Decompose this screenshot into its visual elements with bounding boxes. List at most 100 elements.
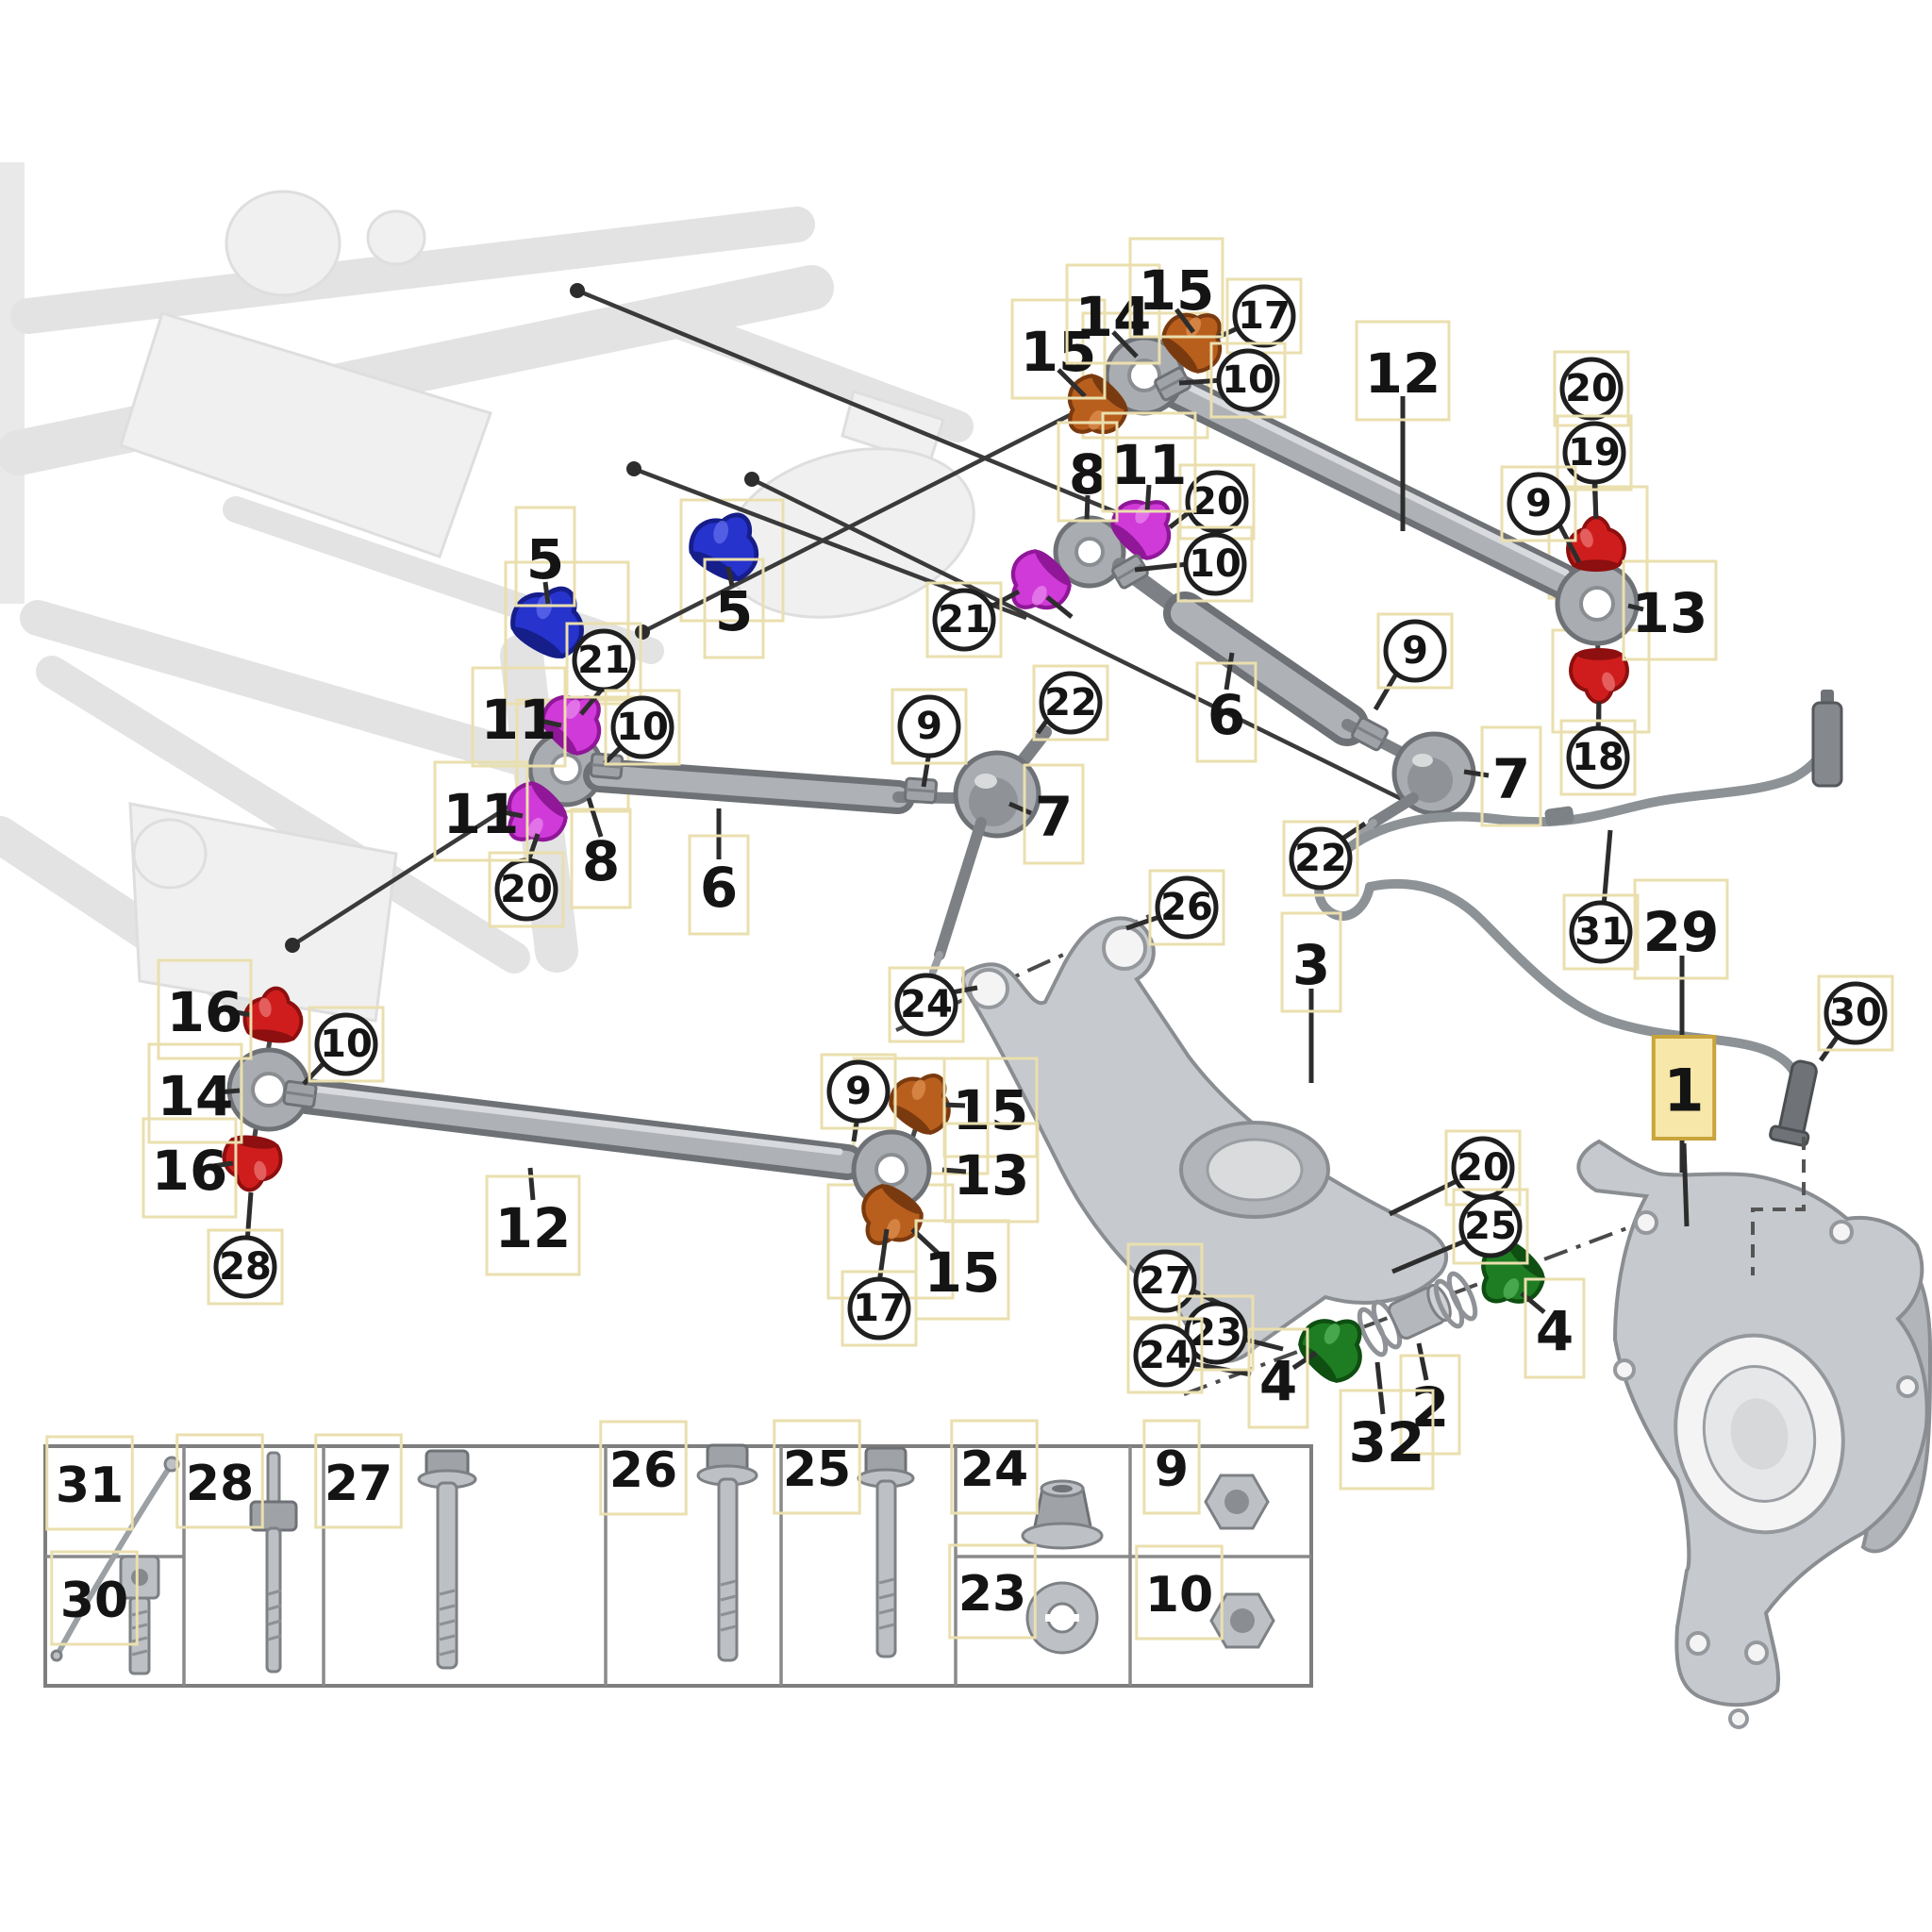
bushing-magenta[interactable] (491, 774, 575, 857)
callout-2[interactable]: 2 (1399, 1354, 1461, 1456)
callout-15[interactable]: 15 (1128, 237, 1224, 339)
callout-6[interactable]: 6 (1195, 661, 1257, 763)
bushing-red[interactable] (1569, 648, 1629, 705)
callout-5[interactable]: 5 (514, 506, 576, 608)
abs-sensor[interactable] (1751, 1058, 1824, 1275)
callout-10[interactable]: 10 (1209, 341, 1287, 419)
callout-24[interactable]: 24 (950, 1419, 1039, 1515)
svg-text:16: 16 (152, 1139, 228, 1203)
callout-30[interactable]: 30 (1817, 974, 1894, 1052)
camber-arm-12[interactable] (1104, 335, 1640, 646)
callout-22[interactable]: 22 (1032, 664, 1109, 741)
callout-21[interactable]: 21 (565, 622, 642, 699)
callout-27[interactable]: 27 (314, 1433, 403, 1529)
frame-plate (119, 311, 492, 558)
callout-29[interactable]: 29 (1633, 878, 1729, 980)
legend-nut-10-icon (1209, 1592, 1275, 1649)
callout-31[interactable]: 31 (1562, 893, 1640, 971)
callout-7[interactable]: 7 (1480, 725, 1542, 827)
bushing-orange[interactable] (1052, 366, 1135, 449)
callout-22[interactable]: 22 (1282, 820, 1359, 897)
bushing-green[interactable] (1291, 1303, 1379, 1391)
reference-line (641, 409, 1077, 635)
callout-20[interactable]: 20 (1178, 463, 1256, 541)
callout-1[interactable]: 1 (1651, 1035, 1717, 1141)
callout-13[interactable]: 13 (1622, 559, 1718, 661)
callout-24[interactable]: 24 (888, 966, 965, 1043)
callout-26[interactable]: 26 (599, 1420, 688, 1516)
callout-24[interactable]: 24 (1126, 1317, 1204, 1394)
callout-10[interactable]: 10 (1135, 1544, 1224, 1641)
toe-arm-12[interactable] (226, 1047, 932, 1210)
callout-16[interactable]: 16 (157, 958, 253, 1060)
pivot-bushing-parts[interactable] (1355, 1271, 1480, 1358)
callout-20[interactable]: 20 (1553, 350, 1630, 427)
leader-line (542, 581, 551, 605)
svg-text:2: 2 (1411, 1375, 1449, 1440)
bushing-magenta[interactable] (1103, 484, 1186, 567)
callout-21[interactable]: 21 (925, 581, 1003, 658)
svg-text:6: 6 (700, 856, 738, 920)
callout-4[interactable]: 4 (1524, 1277, 1586, 1379)
svg-text:9: 9 (1402, 629, 1428, 673)
callout-25[interactable]: 25 (773, 1419, 861, 1515)
callout-11[interactable]: 11 (471, 666, 567, 768)
leader-line (212, 1160, 234, 1169)
callout-20[interactable]: 20 (488, 851, 565, 928)
callout-15[interactable]: 15 (914, 1219, 1010, 1321)
callout-28[interactable]: 28 (175, 1433, 264, 1529)
callout-9[interactable]: 9 (1376, 612, 1454, 690)
callout-31[interactable]: 31 (45, 1435, 134, 1531)
svg-text:17: 17 (853, 1287, 906, 1330)
callout-7[interactable]: 7 (1023, 763, 1085, 865)
callout-8[interactable]: 8 (570, 808, 632, 909)
bushing-magenta[interactable] (995, 541, 1078, 625)
callout-20[interactable]: 20 (1444, 1129, 1522, 1207)
svg-text:23: 23 (958, 1566, 1026, 1623)
callout-8[interactable]: 8 (1057, 421, 1119, 523)
callout-10[interactable]: 10 (308, 1006, 385, 1083)
callout-3[interactable]: 3 (1280, 911, 1342, 1013)
callout-16[interactable]: 16 (142, 1117, 238, 1219)
callout-12[interactable]: 12 (485, 1174, 581, 1276)
callout-9[interactable]: 9 (1142, 1419, 1201, 1515)
leader-line (527, 1167, 536, 1201)
wheel-carrier-1[interactable] (1576, 1139, 1932, 1729)
callout-25[interactable]: 25 (1452, 1188, 1529, 1265)
callout-9[interactable]: 9 (820, 1053, 897, 1130)
callout-26[interactable]: 26 (1148, 869, 1225, 946)
svg-text:30: 30 (1829, 991, 1882, 1035)
bushing-orange[interactable] (848, 1176, 930, 1258)
leader-line (1125, 914, 1160, 931)
callout-15[interactable]: 15 (942, 1057, 1039, 1158)
callout-18[interactable]: 18 (1559, 719, 1637, 796)
callout-17[interactable]: 17 (1225, 277, 1303, 355)
sensor-plug-30[interactable] (1811, 690, 1843, 788)
callout-5[interactable]: 5 (703, 558, 765, 659)
callout-11[interactable]: 11 (433, 760, 529, 862)
callout-15[interactable]: 15 (1010, 298, 1107, 400)
bushing-orange[interactable] (1154, 297, 1237, 380)
control-rod-6-middle[interactable] (1053, 515, 1476, 838)
callout-10[interactable]: 10 (1176, 525, 1254, 603)
bushing-blue[interactable] (682, 500, 773, 590)
callout-9[interactable]: 9 (1500, 465, 1577, 542)
bushing-red[interactable] (1566, 515, 1626, 572)
svg-text:10: 10 (1189, 542, 1241, 586)
callout-32[interactable]: 32 (1339, 1389, 1435, 1491)
callout-19[interactable]: 19 (1556, 414, 1633, 491)
callout-14[interactable]: 14 (1065, 263, 1161, 365)
callout-10[interactable]: 10 (604, 689, 681, 766)
callout-17[interactable]: 17 (841, 1270, 918, 1347)
callout-28[interactable]: 28 (207, 1228, 284, 1306)
callout-9[interactable]: 9 (891, 688, 968, 765)
callout-4[interactable]: 4 (1247, 1327, 1309, 1429)
nut-icon (589, 752, 625, 780)
callout-6[interactable]: 6 (688, 834, 750, 936)
callout-30[interactable]: 30 (50, 1550, 139, 1646)
callout-23[interactable]: 23 (948, 1543, 1037, 1640)
callout-12[interactable]: 12 (1355, 320, 1451, 422)
callout-11[interactable]: 11 (1101, 411, 1197, 513)
